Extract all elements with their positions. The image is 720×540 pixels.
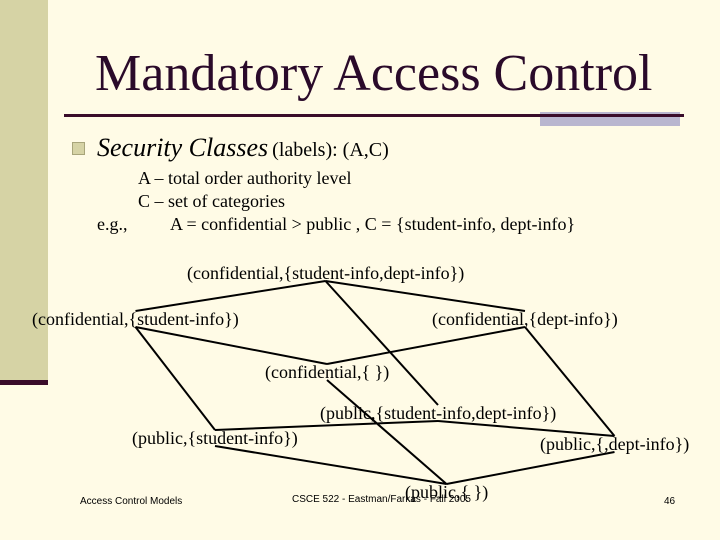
lattice-node-conf-all: (confidential,{student-info,dept-info}) [187,263,465,283]
lattice-edge-conf-dept-to-pub-dept [524,326,616,437]
lattice-node-pub-all: (public,{student-info,dept-info}) [320,403,557,423]
footer-center: CSCE 522 - Eastman/Farkas - Fall 2005 [292,494,471,505]
lattice-edge-pub-all-to-pub-dept [437,420,615,437]
lattice-edge-conf-dept-to-conf-empty [326,326,526,365]
slide-title: Mandatory Access Control [95,45,653,102]
security-classes-heading: Security Classes [97,133,269,162]
lattice-node-pub-student: (public,{student-info}) [132,428,298,448]
lattice-edge-pub-all-to-pub-student [214,420,439,431]
lattice-edge-conf-student-to-pub-student [134,326,216,431]
lattice-node-pub-dept: (public,{,dept-info}) [540,434,690,454]
definition-c: C – set of categories [138,191,285,211]
footer-left: Access Control Models [80,496,183,507]
example-text: A = confidential > public , C = {student… [170,214,576,234]
security-classes-line: Security Classes (labels): (A,C) [97,133,389,163]
lattice-edge-conf-all-to-pub-all [324,280,439,406]
side-band [0,0,48,383]
lattice-edge-conf-student-to-conf-empty [135,326,328,365]
bullet-square-icon [72,142,85,155]
lattice-node-conf-empty: (confidential,{ }) [265,362,390,382]
footer-page-number: 46 [664,496,676,507]
lattice-node-conf-student: (confidential,{student-info}) [32,309,239,329]
lattice-edge-conf-empty-to-pub-empty [326,379,448,485]
lattice-node-conf-dept: (confidential,{dept-info}) [432,309,618,329]
example-label: e.g., [97,214,128,234]
lattice-edge-pub-student-to-pub-empty [214,445,447,485]
side-rule [0,380,48,385]
definition-a: A – total order authority level [138,168,352,188]
title-rule [64,114,684,117]
lattice-edge-pub-dept-to-pub-empty [446,451,615,485]
lattice-edge-conf-all-to-conf-dept [325,280,526,312]
lattice-edge-conf-all-to-conf-student [135,280,326,312]
lattice-node-pub-empty: (public,{ }) [405,482,489,502]
security-classes-suffix: (labels): (A,C) [272,139,389,161]
